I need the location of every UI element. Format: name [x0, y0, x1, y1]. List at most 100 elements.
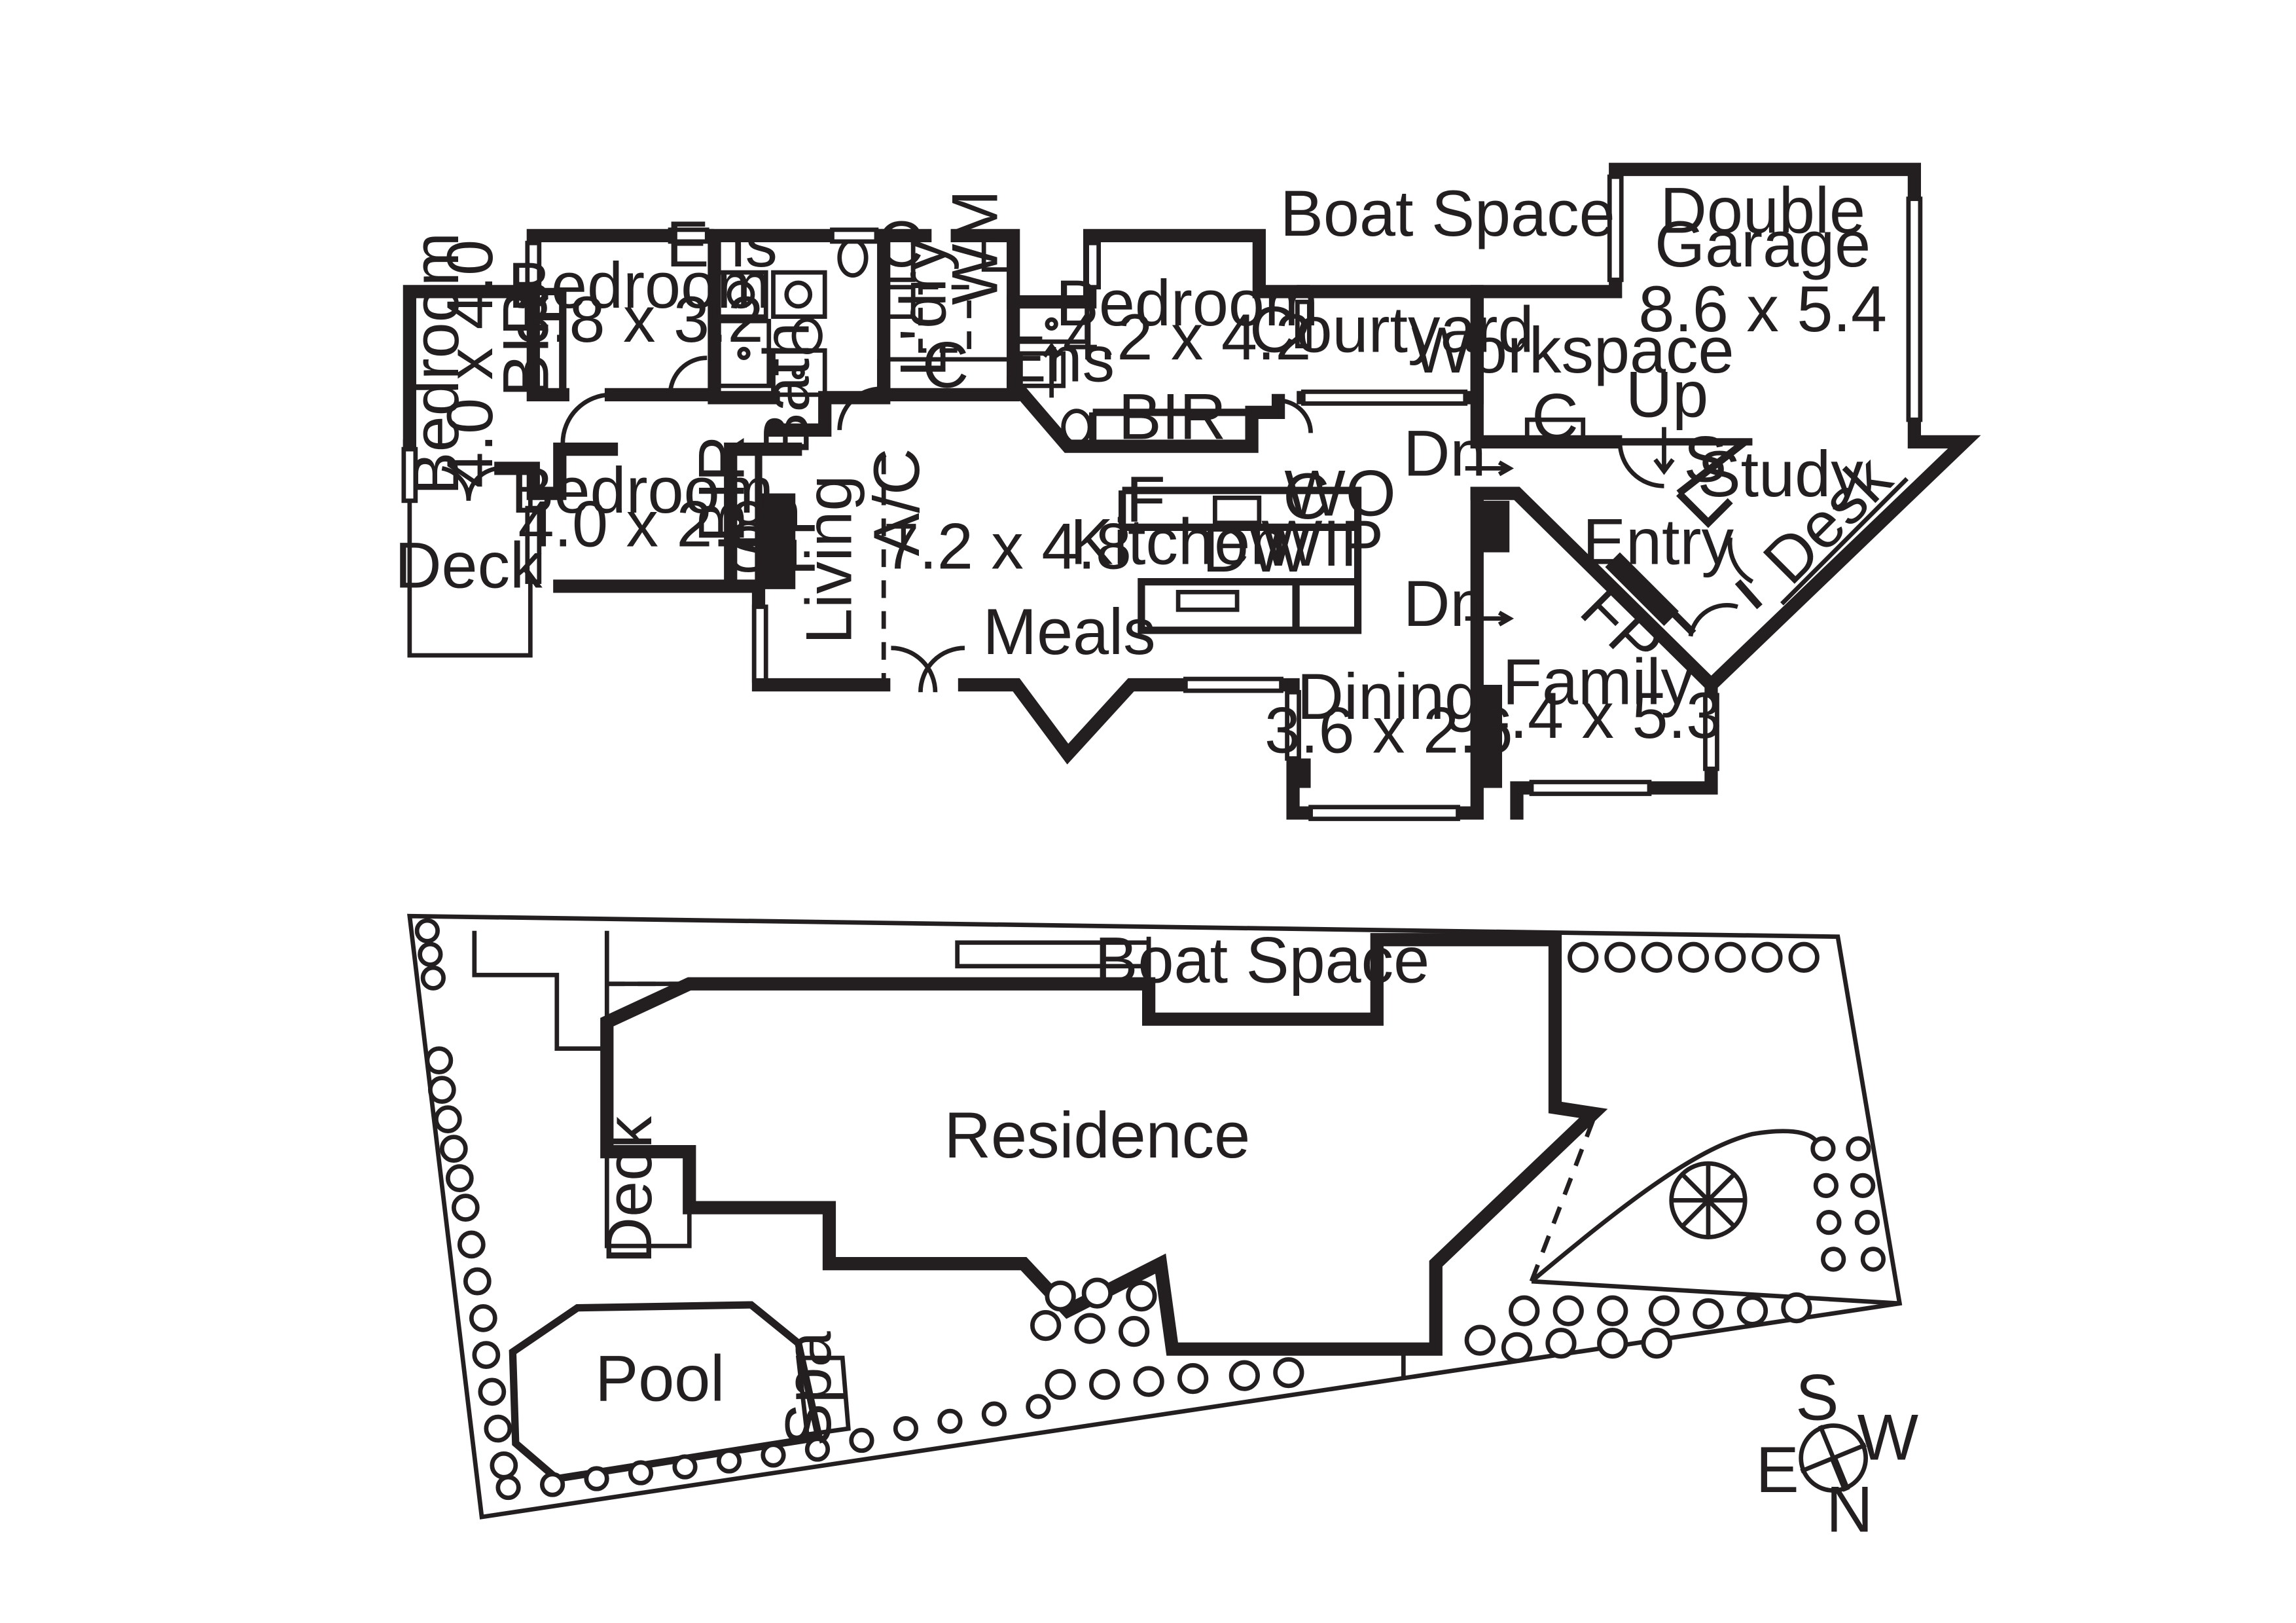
window: [1607, 174, 1624, 282]
label-site-deck: Deck: [592, 1116, 665, 1264]
window: [1906, 196, 1923, 422]
label-living-meals-size: 7.2 x 4.8: [883, 509, 1132, 582]
tree: [445, 1164, 474, 1193]
tree: [463, 1267, 492, 1296]
compass-e: E: [1756, 1433, 1799, 1506]
tree: [1501, 1332, 1533, 1363]
compass-north-needle: [1829, 1456, 1850, 1492]
tree: [1860, 1247, 1886, 1272]
tree: [672, 1454, 698, 1480]
window: [830, 227, 879, 244]
tree: [495, 1474, 521, 1501]
label-kitchen-wo: WO: [1284, 456, 1395, 529]
tree: [1736, 1295, 1768, 1326]
label-workspace: Workspace: [1411, 314, 1734, 386]
deck-site-outline: [604, 1152, 692, 1249]
tree: [469, 1304, 497, 1332]
label-ac: A/C: [860, 448, 933, 556]
label-boat-space: Boat Space: [1280, 177, 1615, 249]
tree: [414, 918, 440, 943]
tree: [1854, 1210, 1880, 1235]
label-study-s: S: [1683, 423, 1727, 496]
tree: [937, 1408, 963, 1434]
tree: [804, 1436, 831, 1462]
kitchen-bench: [1119, 486, 1362, 634]
label-bed-sw-s: S: [726, 513, 770, 585]
wall-bir-main: [530, 287, 567, 399]
desk-line: [1780, 477, 1909, 606]
label-bed-main-bir: BIR: [489, 289, 562, 397]
laundry-dashed-bench: [918, 285, 972, 353]
label-bed-sw: Bedroom: [511, 454, 774, 526]
label-kitchen-wip: WIP: [1261, 507, 1384, 579]
laundry-cupboard: [884, 236, 1013, 362]
spa-outline: [795, 1355, 851, 1437]
compass-n: N: [1826, 1473, 1873, 1546]
tree: [1641, 941, 1672, 973]
label-laundry-c: C: [876, 208, 923, 280]
ens-arrow: [1042, 342, 1061, 398]
dn-arrow-1: [1465, 460, 1515, 477]
tree: [1597, 1295, 1628, 1326]
label-kitchen-f: F: [1126, 462, 1165, 535]
label-double-garage-1: Double: [1660, 173, 1865, 246]
tree: [1604, 941, 1636, 973]
pool-outline: [509, 1301, 823, 1483]
window: [401, 447, 418, 503]
label-living: Living: [793, 475, 865, 645]
label-site-pool: Pool: [595, 1341, 725, 1414]
tree: [584, 1466, 609, 1491]
garden-path: [1401, 1129, 1821, 1377]
label-bed-w-size: 4.0 x 4.0: [433, 240, 506, 488]
label-double-garage-size: 8.6 x 5.4: [1638, 272, 1887, 345]
label-meals: Meals: [983, 595, 1156, 668]
tree: [484, 1414, 512, 1443]
ensuite-toilet: [837, 238, 869, 278]
label-bed-ne-ens: Ens: [1003, 323, 1115, 395]
site-plan: Boat Space Residence Deck Pool Spa: [407, 913, 1903, 1520]
tree: [1648, 1295, 1680, 1326]
label-living-fp: FP: [755, 493, 828, 575]
label-kitchen-c: C: [1283, 460, 1329, 532]
label-family: Family: [1503, 645, 1694, 718]
tree: [1751, 941, 1783, 973]
tree: [1545, 1327, 1577, 1359]
tree: [1229, 1360, 1260, 1391]
label-dining-size: 3.6 x 2.6: [1265, 694, 1513, 767]
label-bed-main-ens: Ens: [666, 208, 778, 280]
tree: [716, 1448, 742, 1474]
tree: [451, 1194, 480, 1222]
garden-bed-line: [1531, 1279, 1900, 1306]
wall-bed-ne: [1007, 228, 1310, 453]
window: [1285, 689, 1301, 761]
tree: [628, 1460, 654, 1486]
living-fp: [755, 493, 796, 589]
label-bed-main: Bedroom: [508, 249, 771, 321]
label-entry: Entry: [1583, 505, 1734, 578]
label-bed-ne-bir: BIR: [1119, 380, 1227, 452]
tree: [981, 1401, 1007, 1427]
tree: [1552, 1295, 1584, 1326]
living-bir: [730, 445, 762, 590]
tree: [1715, 941, 1746, 973]
label-bed-ne-size: 4.2 x 4.2: [1063, 301, 1312, 373]
wall-bed-ne-bir: [1089, 409, 1252, 442]
family-post-1: [1480, 500, 1510, 553]
family-post-2: [1480, 685, 1503, 788]
hedge-trees: [414, 918, 1886, 1501]
tree: [1813, 1173, 1839, 1199]
ens-ne-toilet: [1061, 409, 1092, 446]
window: [668, 227, 709, 244]
tree: [457, 1230, 486, 1259]
tree: [472, 1341, 501, 1369]
window: [1085, 240, 1102, 290]
bath-drain: [791, 366, 805, 380]
window: [1295, 299, 1312, 349]
label-up: Up: [1626, 358, 1709, 431]
feature-tree-spokes: [1671, 1163, 1746, 1237]
tree: [849, 1427, 874, 1453]
tree: [1677, 941, 1710, 973]
window: [1183, 676, 1283, 693]
label-bed-main-size: 3.8 x 3.2: [515, 283, 764, 356]
